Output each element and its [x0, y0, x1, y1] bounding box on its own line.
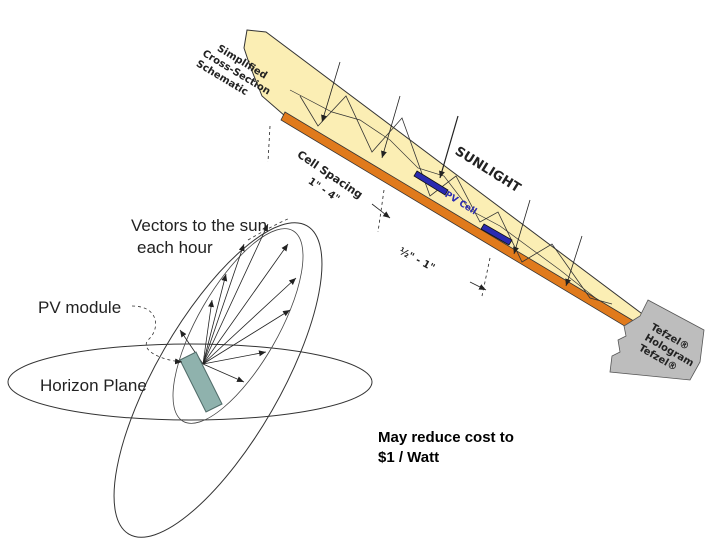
sun-ray-arrow [439, 115, 459, 179]
cost-note: May reduce cost to $1 / Watt [378, 428, 514, 468]
pv-cell [413, 170, 449, 196]
pv-module [179, 351, 223, 413]
dimension-tick [377, 189, 385, 233]
sun-ray-arrow [513, 199, 531, 255]
cell-width-dimension [469, 281, 487, 291]
vectors-label-line2: each hour [137, 238, 213, 257]
layer-end-cap [609, 299, 705, 381]
pv-module-label: PV module [38, 298, 122, 317]
vectors-leader-line [247, 217, 291, 241]
sun-path-diagram [7, 217, 373, 538]
dimension-tick [481, 257, 491, 297]
sun-path-ellipse [113, 222, 323, 538]
vectors-label: Vectors to the sun each hour [131, 215, 267, 259]
cost-note-line1: May reduce cost to [378, 429, 514, 446]
light-rays [299, 95, 613, 305]
sun-path-inner-ellipse [172, 228, 304, 424]
sun-ray-arrow [565, 235, 583, 287]
pv-cell [480, 223, 513, 246]
sun-ray-arrow [381, 95, 401, 159]
horizon-plane-label: Horizon Plane [40, 376, 147, 395]
pv-module-leader-line [131, 305, 183, 365]
cell-spacing-dimension [371, 203, 391, 219]
cross-section-strip [243, 29, 705, 381]
glass-layer [243, 29, 646, 329]
sun-ray-arrow [321, 61, 341, 123]
dimension-tick [267, 125, 271, 163]
horizon-plane-ellipse [7, 343, 373, 421]
vectors-label-line1: Vectors to the sun [131, 216, 268, 235]
cost-note-line2: $1 / Watt [378, 449, 440, 466]
